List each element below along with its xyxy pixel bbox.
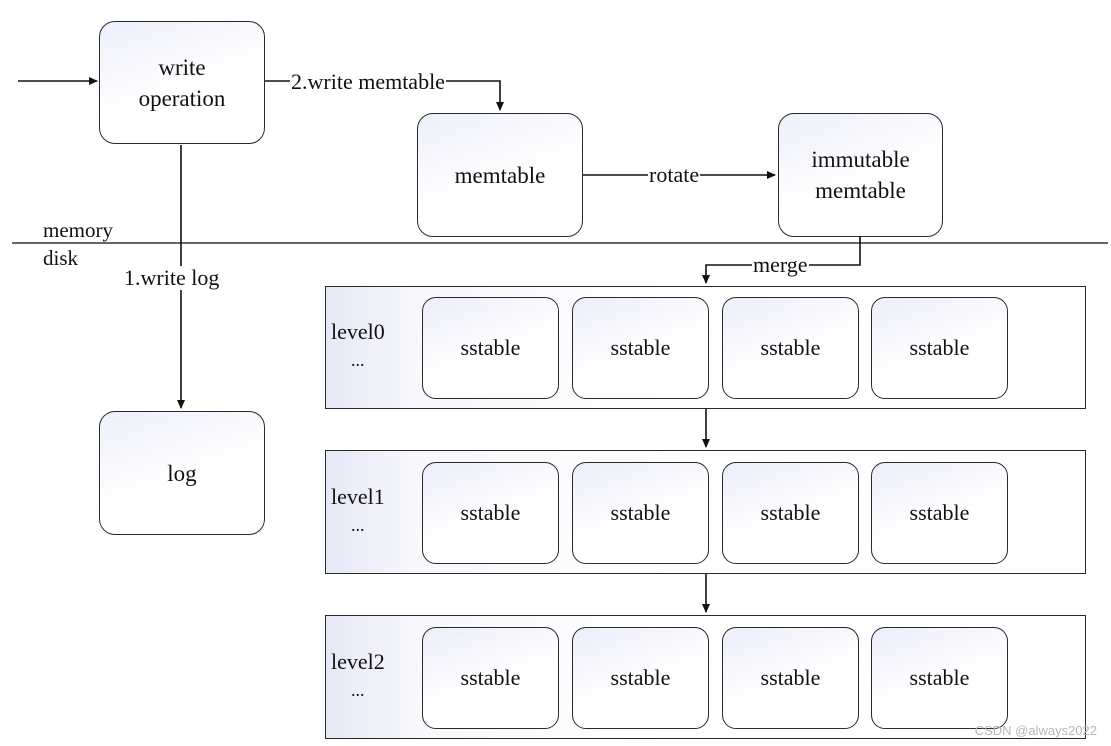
- level0-label: level0: [331, 319, 385, 344]
- level2-sstable-3: sstable: [722, 627, 859, 729]
- watermark: CSDN @always2022: [974, 723, 1097, 738]
- sstable-label: sstable: [760, 335, 821, 360]
- level0-sstable-1: sstable: [422, 297, 559, 399]
- level1-sstable-1: sstable: [422, 462, 559, 564]
- level1-sstable-4: sstable: [871, 462, 1008, 564]
- level2-label: level2: [331, 649, 385, 674]
- level1-box: level1 ... sstable sstable sstable sstab…: [325, 450, 1086, 574]
- immutable-memtable-line2: memtable: [815, 178, 906, 203]
- level2-dots: ...: [351, 680, 365, 700]
- sstable-label: sstable: [909, 335, 970, 360]
- level0-dots: ...: [351, 350, 365, 370]
- write-operation-line2: operation: [138, 85, 226, 111]
- rotate-label: rotate: [648, 162, 701, 187]
- immutable-memtable-line1: immutable: [811, 147, 910, 172]
- level2-sstable-4: sstable: [871, 627, 1008, 729]
- write-operation-node: write operation: [99, 21, 265, 144]
- sstable-label: sstable: [610, 335, 671, 360]
- sstable-label: sstable: [460, 335, 521, 360]
- write-operation-line1: write: [158, 54, 206, 80]
- memory-region-label: memory: [43, 218, 113, 242]
- merge-label: merge: [752, 252, 809, 277]
- sstable-label: sstable: [760, 665, 821, 690]
- level2-box: level2 ... sstable sstable sstable sstab…: [325, 615, 1086, 739]
- sstable-label: sstable: [460, 665, 521, 690]
- level2-sstable-1: sstable: [422, 627, 559, 729]
- level1-sstable-3: sstable: [722, 462, 859, 564]
- level2-sstable-2: sstable: [572, 627, 709, 729]
- memtable-label: memtable: [454, 162, 546, 188]
- write-memtable-label: 2.write memtable: [290, 69, 446, 94]
- level0-sstable-3: sstable: [722, 297, 859, 399]
- sstable-label: sstable: [909, 665, 970, 690]
- sstable-label: sstable: [610, 500, 671, 525]
- level1-dots: ...: [351, 515, 365, 535]
- sstable-label: sstable: [460, 500, 521, 525]
- level0-box: level0 ... sstable sstable sstable sstab…: [325, 286, 1086, 409]
- immutable-memtable-node: immutable memtable: [778, 113, 943, 237]
- memtable-node: memtable: [417, 113, 583, 237]
- level0-sstable-2: sstable: [572, 297, 709, 399]
- level1-sstable-2: sstable: [572, 462, 709, 564]
- log-node: log: [99, 411, 265, 535]
- log-label: log: [167, 460, 197, 486]
- write-log-label: 1.write log: [123, 265, 221, 290]
- sstable-label: sstable: [760, 500, 821, 525]
- sstable-label: sstable: [909, 500, 970, 525]
- disk-region-label: disk: [43, 246, 79, 270]
- level0-sstable-4: sstable: [871, 297, 1008, 399]
- level1-label: level1: [331, 484, 385, 509]
- sstable-label: sstable: [610, 665, 671, 690]
